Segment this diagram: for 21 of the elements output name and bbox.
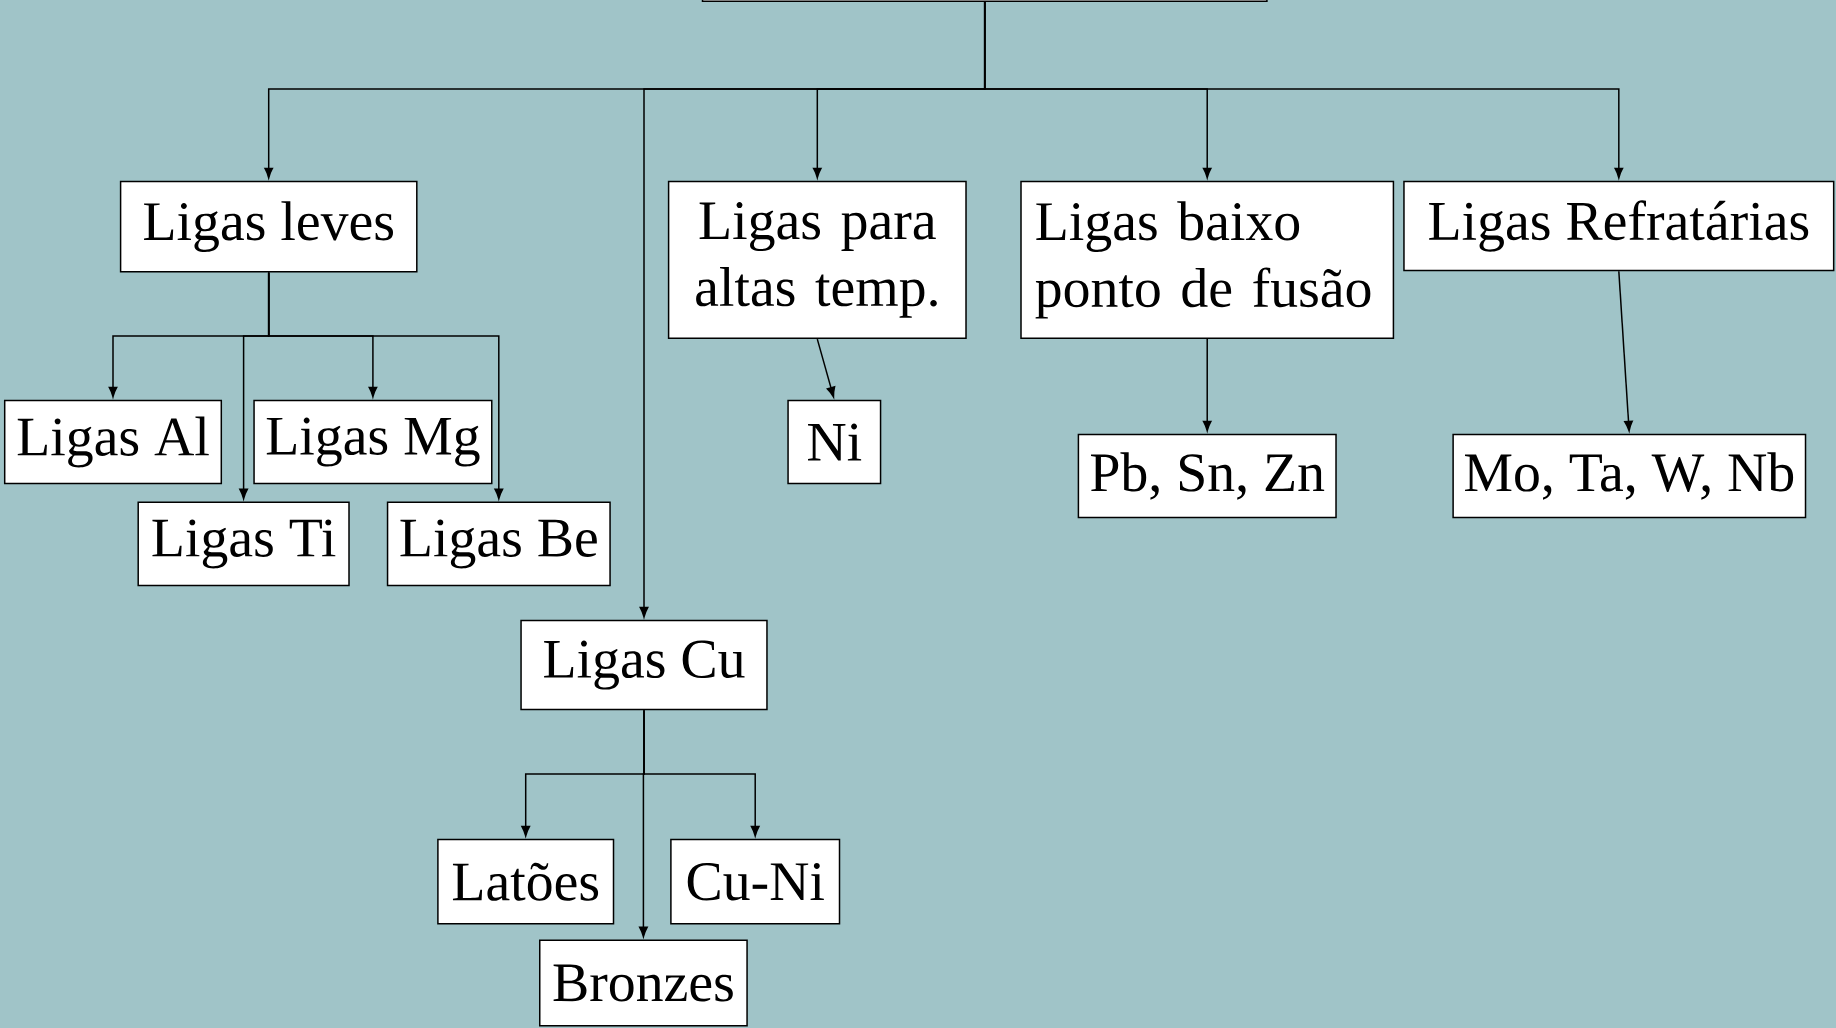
alloy-box: Latões <box>437 838 615 925</box>
alloy-box: Pb, Sn, Zn <box>1077 433 1337 519</box>
alloy-box: Mo, Ta, W, Nb <box>1452 433 1807 519</box>
alloy-box: Ligas Be <box>386 501 611 587</box>
arrow <box>983 1 1624 179</box>
alloy-box: Ligas Mg <box>253 399 493 485</box>
alloy-box: Ligas Al <box>3 399 223 485</box>
alloy-box: Cu-Ni <box>670 838 841 925</box>
alloy-box: Bronzes <box>539 939 748 1027</box>
alloy-box: Ni <box>787 399 882 485</box>
alloy-box: Ligas para altas temp. <box>667 180 967 340</box>
arrow <box>643 709 760 837</box>
alloy-box: Ligas Cu <box>520 619 768 711</box>
alloy-box: Ligas Ti <box>137 501 350 587</box>
alloy-box: Ligas leves <box>119 180 418 273</box>
alloy-box: Ligas Refratárias <box>1403 180 1835 272</box>
arrow <box>267 271 504 500</box>
alloy-box: Ligas baixo ponto de fusão <box>1020 180 1395 340</box>
arrow <box>1202 338 1212 432</box>
arrow <box>1618 270 1633 432</box>
arrow <box>816 338 836 398</box>
